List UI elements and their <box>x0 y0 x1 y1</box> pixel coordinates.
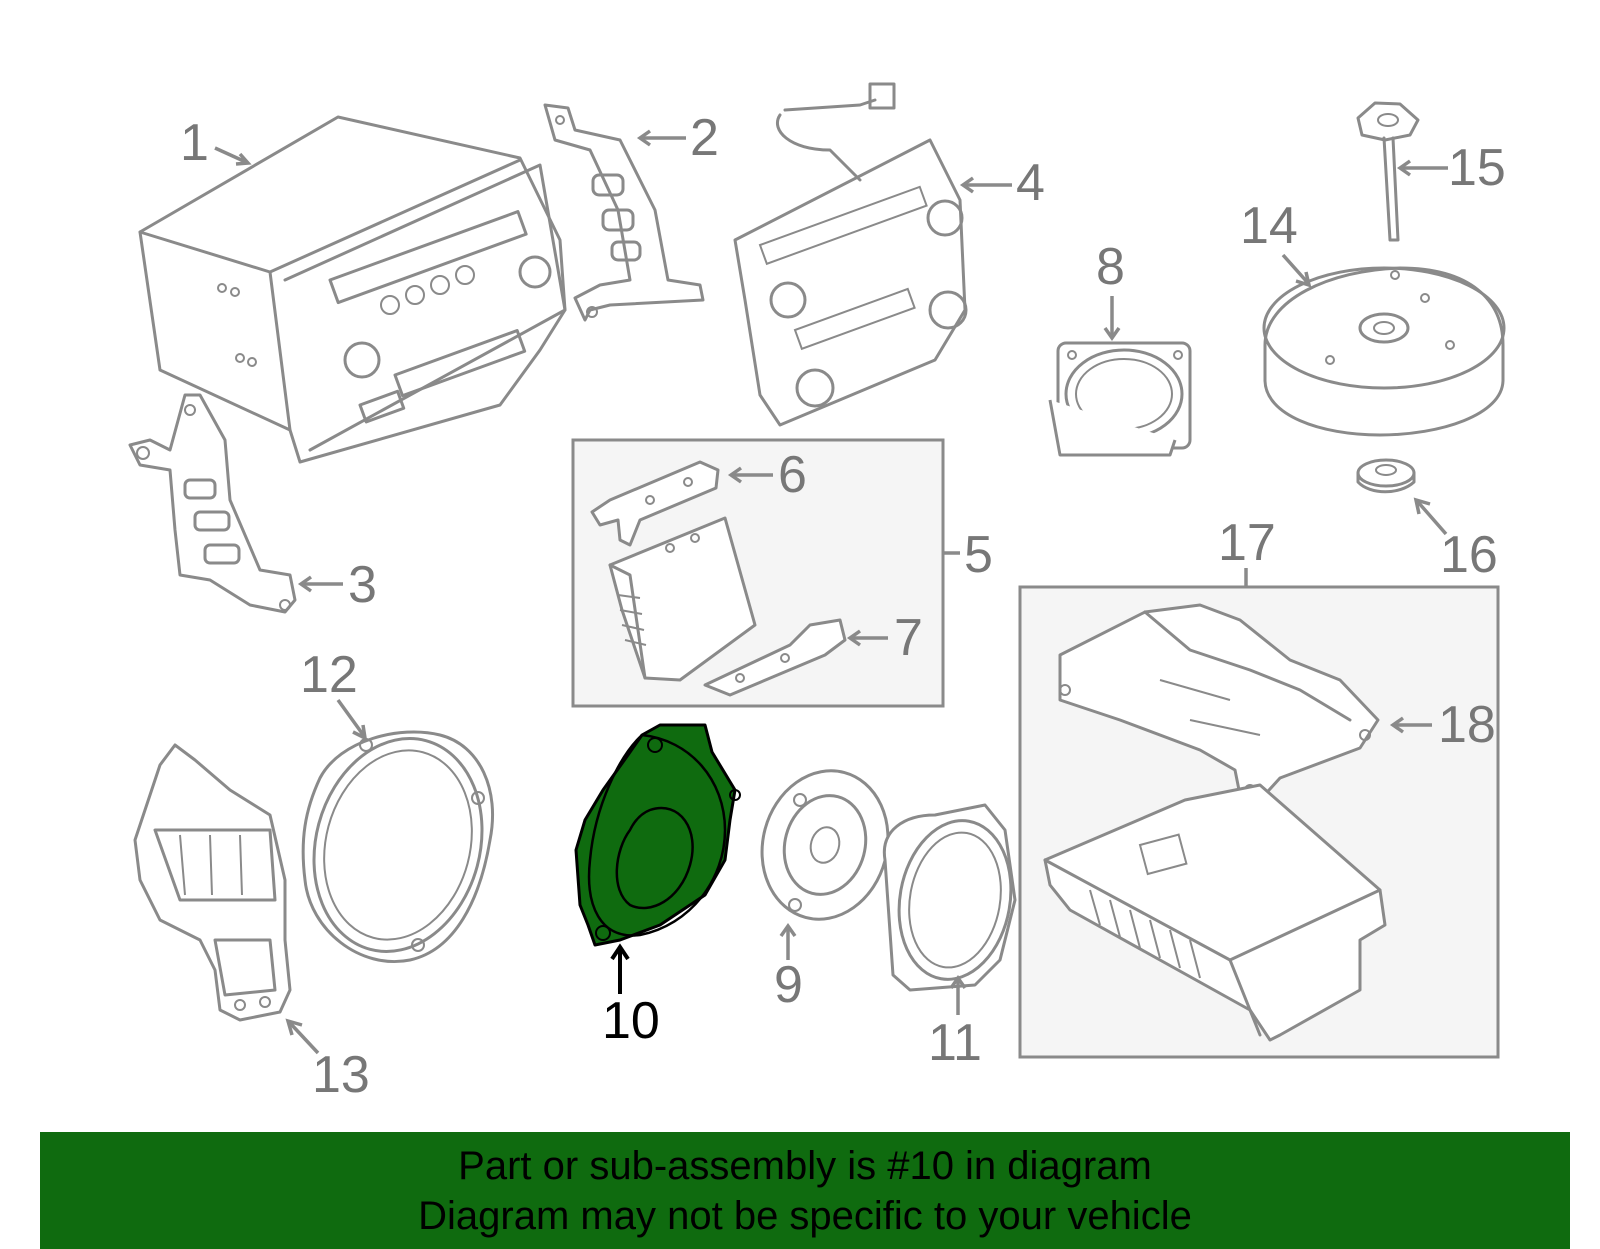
label-4[interactable]: 4 <box>1016 154 1045 212</box>
label-6[interactable]: 6 <box>778 446 807 504</box>
label-10-highlighted[interactable]: 10 <box>602 992 660 1050</box>
label-9[interactable]: 9 <box>774 956 803 1014</box>
leader-lines <box>214 129 1448 1055</box>
label-2[interactable]: 2 <box>690 109 719 167</box>
label-18[interactable]: 18 <box>1438 696 1496 754</box>
label-11[interactable]: 11 <box>928 1014 982 1072</box>
part-10-speaker-bracket-highlighted[interactable] <box>574 723 741 947</box>
part-17-amplifier[interactable] <box>1043 783 1387 1042</box>
label-3[interactable]: 3 <box>348 556 377 614</box>
info-banner: Part or sub-assembly is #10 in diagram D… <box>40 1132 1570 1249</box>
label-17[interactable]: 17 <box>1218 514 1276 572</box>
label-14[interactable]: 14 <box>1240 197 1298 255</box>
label-13[interactable]: 13 <box>312 1046 370 1104</box>
label-16[interactable]: 16 <box>1440 526 1498 584</box>
part-4-control-panel[interactable] <box>733 82 968 427</box>
part-6-bracket[interactable] <box>590 460 720 547</box>
label-12[interactable]: 12 <box>300 646 358 704</box>
part-1-head-unit[interactable] <box>138 115 567 464</box>
part-12-speaker-ring[interactable] <box>291 719 505 970</box>
part-number-labels: 1 2 3 4 5 6 7 8 9 10 11 12 13 14 15 16 1… <box>180 109 1506 1104</box>
part-8-speaker[interactable] <box>1048 341 1192 457</box>
part-16-washer[interactable] <box>1356 458 1416 494</box>
part-7-bracket[interactable] <box>703 618 847 697</box>
part-18-cover[interactable] <box>1058 603 1380 802</box>
part-2-bracket[interactable] <box>543 103 705 322</box>
label-7[interactable]: 7 <box>894 609 923 667</box>
label-15[interactable]: 15 <box>1448 139 1506 197</box>
label-8[interactable]: 8 <box>1096 238 1125 296</box>
part-14-subwoofer[interactable] <box>1262 266 1506 437</box>
part-3-bracket[interactable] <box>128 393 297 614</box>
part-10-body <box>574 723 737 947</box>
banner-line-disclaimer: Diagram may not be specific to your vehi… <box>418 1193 1192 1238</box>
banner-line-part-number: Part or sub-assembly is #10 in diagram <box>458 1143 1152 1188</box>
part-13-bracket[interactable] <box>133 743 292 1022</box>
part-15-bolt[interactable] <box>1356 101 1420 242</box>
label-5[interactable]: 5 <box>964 526 993 584</box>
part-11-speaker[interactable] <box>882 803 1023 992</box>
part-9-tweeter[interactable] <box>746 757 905 934</box>
label-1[interactable]: 1 <box>180 114 209 172</box>
part-5-module[interactable] <box>608 516 757 682</box>
